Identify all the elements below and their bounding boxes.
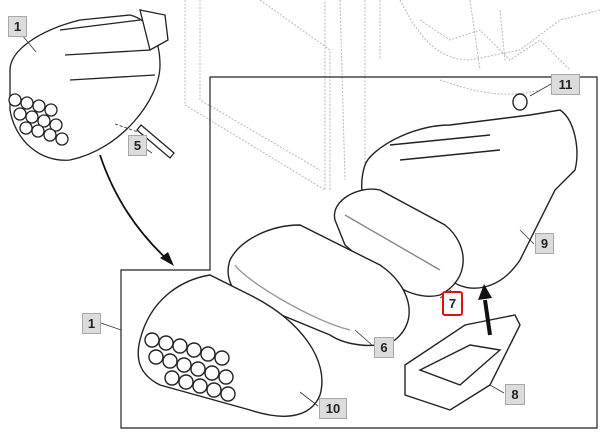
pin-part — [136, 124, 175, 159]
detail-frame — [120, 76, 598, 429]
air-filter-assembly-small — [8, 9, 169, 161]
callout-10[interactable]: 10 — [319, 398, 347, 419]
callout-9[interactable]: 9 — [535, 233, 554, 254]
callout-8[interactable]: 8 — [505, 384, 525, 405]
arrow-curved — [99, 154, 171, 263]
plug-part — [512, 93, 528, 111]
callout-1-assembly[interactable]: 1 — [82, 313, 101, 334]
callout-11[interactable]: 11 — [551, 74, 580, 95]
callout-1-small-assembly[interactable]: 1 — [8, 16, 27, 37]
arrow-up — [483, 299, 492, 336]
callout-7-highlighted[interactable]: 7 — [442, 291, 463, 316]
callout-5[interactable]: 5 — [128, 135, 147, 156]
bracket-part — [404, 314, 521, 411]
cover-part — [137, 274, 323, 417]
background-machine-outline — [184, 0, 600, 191]
callout-6[interactable]: 6 — [374, 337, 394, 358]
